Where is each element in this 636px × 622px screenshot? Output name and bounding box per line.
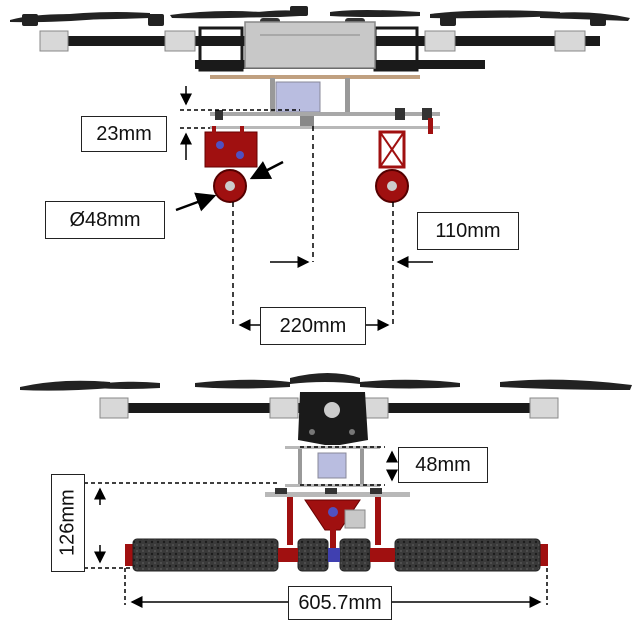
bottom-dimension-lines: [84, 446, 548, 608]
label-mount-height: 48mm: [398, 447, 488, 483]
label-roller-height: 126mm: [51, 474, 85, 572]
bottom-lower-frame: [265, 446, 410, 497]
bottom-propellers: [20, 373, 632, 391]
top-drone-assembly: [10, 6, 630, 331]
bottom-rollers: [125, 538, 548, 572]
top-propellers: [10, 10, 630, 23]
top-dimension-lines: [175, 86, 433, 331]
bottom-red-support: [287, 497, 381, 550]
top-central-frame: [198, 21, 419, 72]
top-right-wheel-unit: [375, 130, 409, 203]
label-roller-width: 605.7mm: [288, 586, 392, 620]
top-left-wheel-unit: [204, 126, 258, 203]
bottom-drone-assembly: [20, 373, 632, 608]
label-bracket-height: 23mm: [81, 116, 167, 152]
bottom-battery: [317, 452, 347, 479]
bottom-central-gimbal: [298, 392, 368, 445]
top-lower-frame: [210, 75, 440, 134]
label-wheel-diameter: Ø48mm: [45, 201, 165, 239]
label-offset: 110mm: [417, 212, 519, 250]
battery: [275, 81, 321, 113]
label-wheel-spacing: 220mm: [260, 307, 366, 345]
